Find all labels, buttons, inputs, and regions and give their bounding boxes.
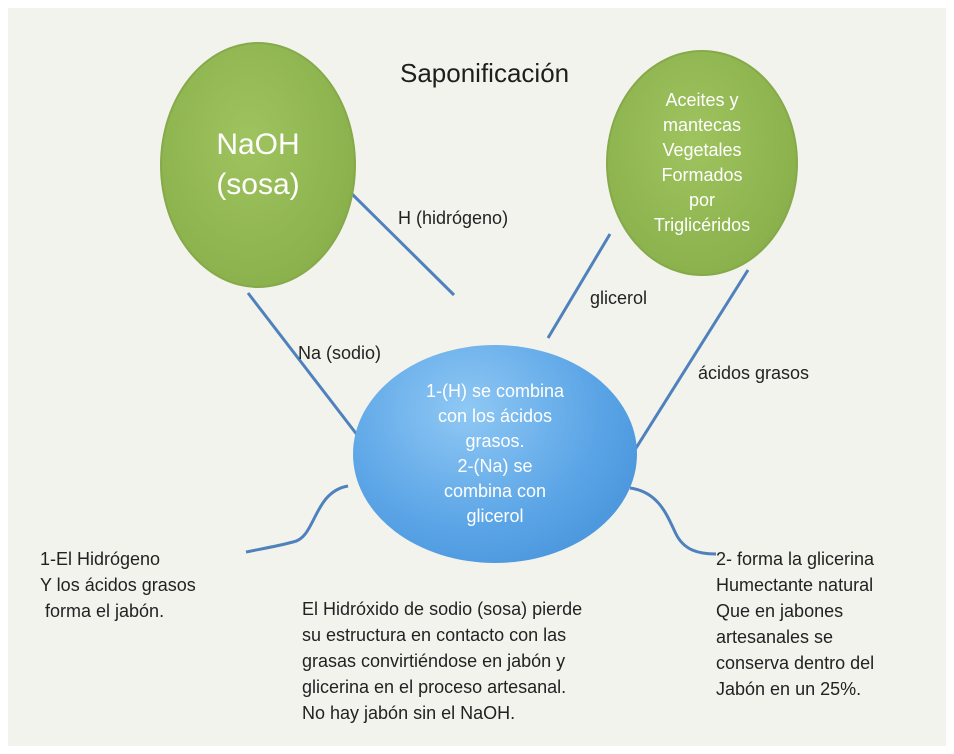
- diagram-canvas: Saponificación NaOH (sosa) Aceites y man…: [8, 8, 946, 746]
- node-aceites-line-2: mantecas: [662, 115, 742, 135]
- node-naoh-line-2: (sosa): [216, 168, 300, 201]
- node-centro-line-3: grasos.: [465, 431, 525, 451]
- note-bottom-line-1: El Hidróxido de sodio (sosa) pierde: [302, 599, 583, 619]
- connector-curve-right: [629, 486, 717, 556]
- note-left-line-3: forma el jabón.: [40, 601, 165, 621]
- note-right-line-6: Jabón en un 25%.: [716, 679, 862, 699]
- node-centro-line-1: 1-(H) se combina: [425, 381, 565, 401]
- note-bottom-line-3: grasas convirtiéndose en jabón y: [302, 651, 566, 671]
- note-right-line-5: conserva dentro del: [716, 653, 875, 673]
- connector-glicerol: [546, 233, 612, 339]
- node-aceites-line-1: Aceites y: [665, 90, 739, 110]
- connector-acidos: [624, 269, 750, 465]
- connector-curve-left: [245, 484, 349, 554]
- note-bottom-line-4: glicerina en el proceso artesanal.: [302, 677, 567, 697]
- node-aceites-line-3: Vegetales: [662, 140, 742, 160]
- node-centro-line-6: glicerol: [466, 506, 524, 526]
- note-left-line-2: Y los ácidos grasos: [40, 575, 196, 595]
- node-aceites: Aceites y mantecas Vegetales Formados po…: [606, 50, 798, 276]
- note-left-line-1: 1-El Hidrógeno: [40, 549, 161, 569]
- note-right-line-1: 2- forma la glicerina: [716, 549, 875, 569]
- note-right-line-4: artesanales se: [716, 627, 834, 647]
- node-centro-line-5: combina con: [443, 481, 547, 501]
- connector-hidrogeno: [346, 188, 456, 297]
- diagram-title: Saponificación: [400, 58, 570, 88]
- node-aceites-text: Aceites y mantecas Vegetales Formados po…: [654, 88, 750, 238]
- node-aceites-line-5: por: [688, 190, 715, 210]
- note-bottom-line-2: su estructura en contacto con las: [302, 625, 567, 645]
- node-naoh: NaOH (sosa): [160, 42, 356, 288]
- edge-label-hidrogeno: H (hidrógeno): [398, 208, 509, 228]
- note-right-line-3: Que en jabones: [716, 601, 844, 621]
- node-aceites-line-4: Formados: [661, 165, 743, 185]
- node-aceites-line-6: Triglicéridos: [653, 215, 751, 235]
- node-naoh-line-1: NaOH: [216, 128, 300, 161]
- connector-sodio: [246, 292, 360, 437]
- edge-label-sodio: Na (sodio): [298, 343, 382, 363]
- node-centro-line-2: con los ácidos: [437, 406, 553, 426]
- node-centro-text: 1-(H) se combina con los ácidos grasos. …: [426, 379, 564, 529]
- edge-label-acidos: ácidos grasos: [698, 363, 810, 383]
- node-centro: 1-(H) se combina con los ácidos grasos. …: [353, 345, 637, 563]
- note-bottom-line-5: No hay jabón sin el NaOH.: [302, 703, 516, 723]
- node-naoh-text: NaOH (sosa): [216, 125, 299, 205]
- note-bottom: El Hidróxido de sodio (sosa) pierde su e…: [302, 596, 582, 726]
- edge-label-glicerol: glicerol: [590, 288, 648, 308]
- node-centro-line-4: 2-(Na) se: [457, 456, 533, 476]
- note-left: 1-El Hidrógeno Y los ácidos grasos forma…: [40, 546, 196, 624]
- connector-lines: [245, 188, 750, 556]
- note-right: 2- forma la glicerina Humectante natural…: [716, 546, 874, 702]
- note-right-line-2: Humectante natural: [716, 575, 874, 595]
